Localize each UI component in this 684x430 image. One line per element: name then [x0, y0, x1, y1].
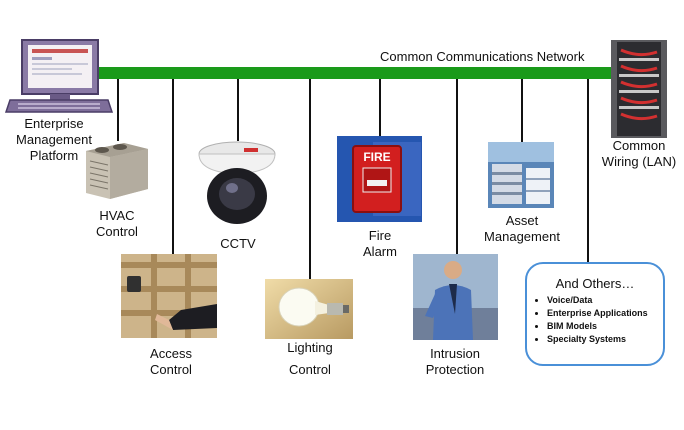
enterprise-label: Enterprise Management Platform: [16, 116, 92, 163]
computer-icon: [4, 38, 114, 116]
others-item: Enterprise Applications: [547, 307, 648, 320]
fire-sign-text: FIRE: [363, 150, 391, 164]
asset-label: Asset Management: [484, 213, 560, 244]
drop-line-asset: [521, 79, 523, 143]
cctv-camera-icon: [196, 138, 278, 226]
drop-line-access: [172, 79, 174, 254]
drop-line-intrusion: [456, 79, 458, 254]
others-title: And Others…: [555, 276, 635, 291]
security-guard-icon: [413, 254, 498, 340]
lighting-label: Lighting Control: [287, 340, 333, 377]
others-box: And Others… Voice/Data Enterprise Applic…: [525, 262, 665, 366]
network-label: Common Communications Network: [380, 49, 585, 64]
hvac-label: HVAC Control: [96, 208, 138, 239]
fire-alarm-icon: FIRE: [337, 136, 422, 222]
network-rack-icon: [611, 40, 667, 138]
drop-line-fire: [379, 79, 381, 136]
others-item: Specialty Systems: [547, 333, 648, 346]
light-bulb-icon: [265, 279, 353, 339]
drop-line-others: [587, 79, 589, 264]
others-item: Voice/Data: [547, 294, 648, 307]
others-list: Voice/Data Enterprise Applications BIM M…: [535, 294, 648, 346]
intrusion-label: Intrusion Protection: [425, 346, 485, 377]
drop-line-cctv: [237, 79, 239, 141]
fire-alarm-label: Fire Alarm: [363, 228, 397, 259]
access-label: Access Control: [150, 346, 192, 377]
network-bus: [88, 67, 616, 79]
others-item: BIM Models: [547, 320, 648, 333]
drop-line-lighting: [309, 79, 311, 279]
hvac-unit-icon: [82, 139, 150, 203]
access-control-icon: [121, 254, 217, 338]
asset-storage-icon: [488, 142, 554, 208]
cctv-label: CCTV: [220, 236, 256, 251]
wiring-label: Common Wiring (LAN): [601, 138, 677, 169]
drop-line-hvac: [117, 79, 119, 141]
